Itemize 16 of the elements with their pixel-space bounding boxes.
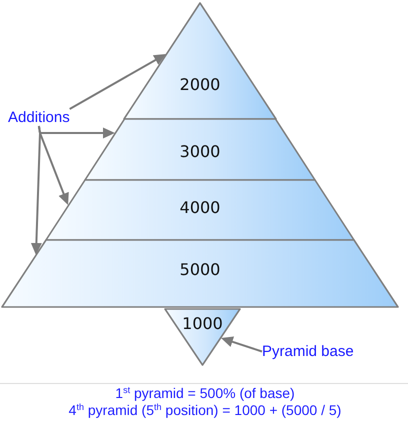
leader-arrow [220,336,262,352]
callout-label: Additions [8,109,70,126]
base-triangle [165,309,240,365]
formula-note: 1$^{st}$ pyramid = 500% (of base) [115,385,295,402]
tier-value: 2000 [180,76,220,94]
formula-note: 4$^{th}$ pyramid (5$^{th}$ position) = 1000 + (5000 / 5) [68,402,342,419]
tier-value: 4000 [180,199,220,217]
leader-arrow [69,54,166,110]
leader-arrow [30,126,42,255]
pyramid-tier [85,119,315,180]
pyramid-tier [124,3,276,119]
pyramid-tier [46,180,354,240]
tier-value: 1000 [182,315,223,333]
tier-value: 5000 [180,261,220,279]
callout-label: Pyramid base [262,343,354,360]
tier-value: 3000 [180,143,220,161]
